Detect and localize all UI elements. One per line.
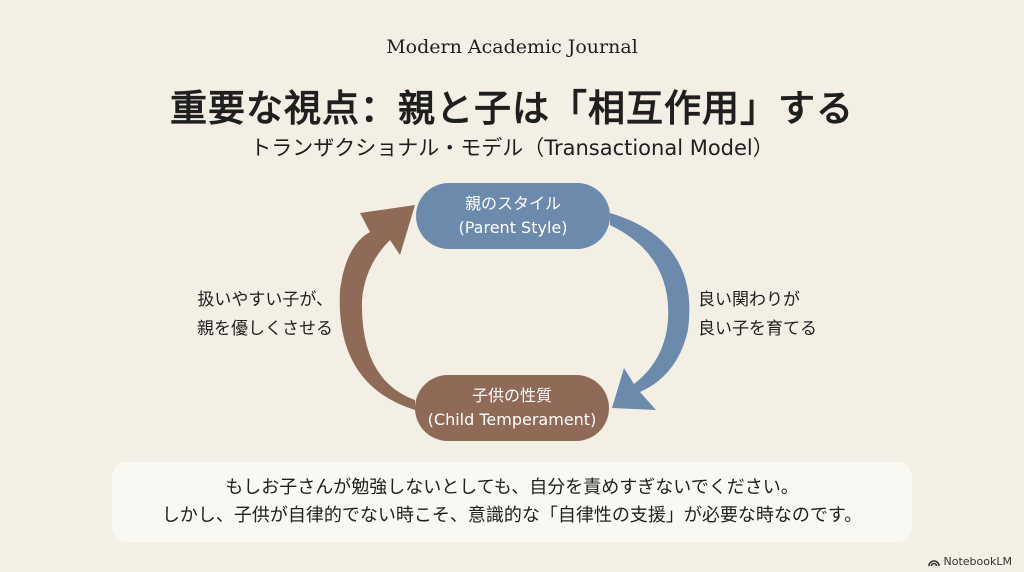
notebooklm-logo-icon xyxy=(927,560,940,566)
left-label-line1: 扱いやすい子が、 xyxy=(197,290,333,310)
page-subtitle: トランザクショナル・モデル（Transactional Model） xyxy=(250,136,774,160)
page-title: 重要な視点：親と子は「相互作用」する xyxy=(170,86,854,130)
blue-arrow xyxy=(610,213,690,410)
right-label-line1: 良い関わりが xyxy=(698,290,800,310)
left-label-line2: 親を優しくさせる xyxy=(197,319,333,339)
child-temperament-label: 子供の性質 xyxy=(471,386,552,405)
note-line1: もしお子さんが勉強しないとしても、自分を責めすぎないでください。 xyxy=(225,477,799,498)
right-label-line2: 良い子を育てる xyxy=(698,319,817,339)
journal-name: Modern Academic Journal xyxy=(386,36,638,58)
parent-style-node: 親のスタイル (Parent Style) xyxy=(416,183,610,249)
note-box: もしお子さんが勉強しないとしても、自分を責めすぎないでください。 しかし、子供が… xyxy=(112,462,912,542)
brown-arrow xyxy=(339,205,415,410)
parent-to-child-label: 良い関わりが 良い子を育てる xyxy=(698,286,817,344)
parent-style-english: (Parent Style) xyxy=(458,218,568,237)
child-to-parent-label: 扱いやすい子が、 親を優しくさせる xyxy=(168,286,333,344)
parent-style-label: 親のスタイル xyxy=(464,194,561,213)
brand-name: NotebookLM xyxy=(943,555,1012,568)
notebooklm-watermark: NotebookLM xyxy=(927,555,1012,568)
note-line2: しかし、子供が自律的でない時こそ、意識的な「自律性の支援」が必要な時なのです。 xyxy=(161,505,863,526)
child-temperament-english: (Child Temperament) xyxy=(427,410,597,429)
child-temperament-node: 子供の性質 (Child Temperament) xyxy=(415,375,609,441)
